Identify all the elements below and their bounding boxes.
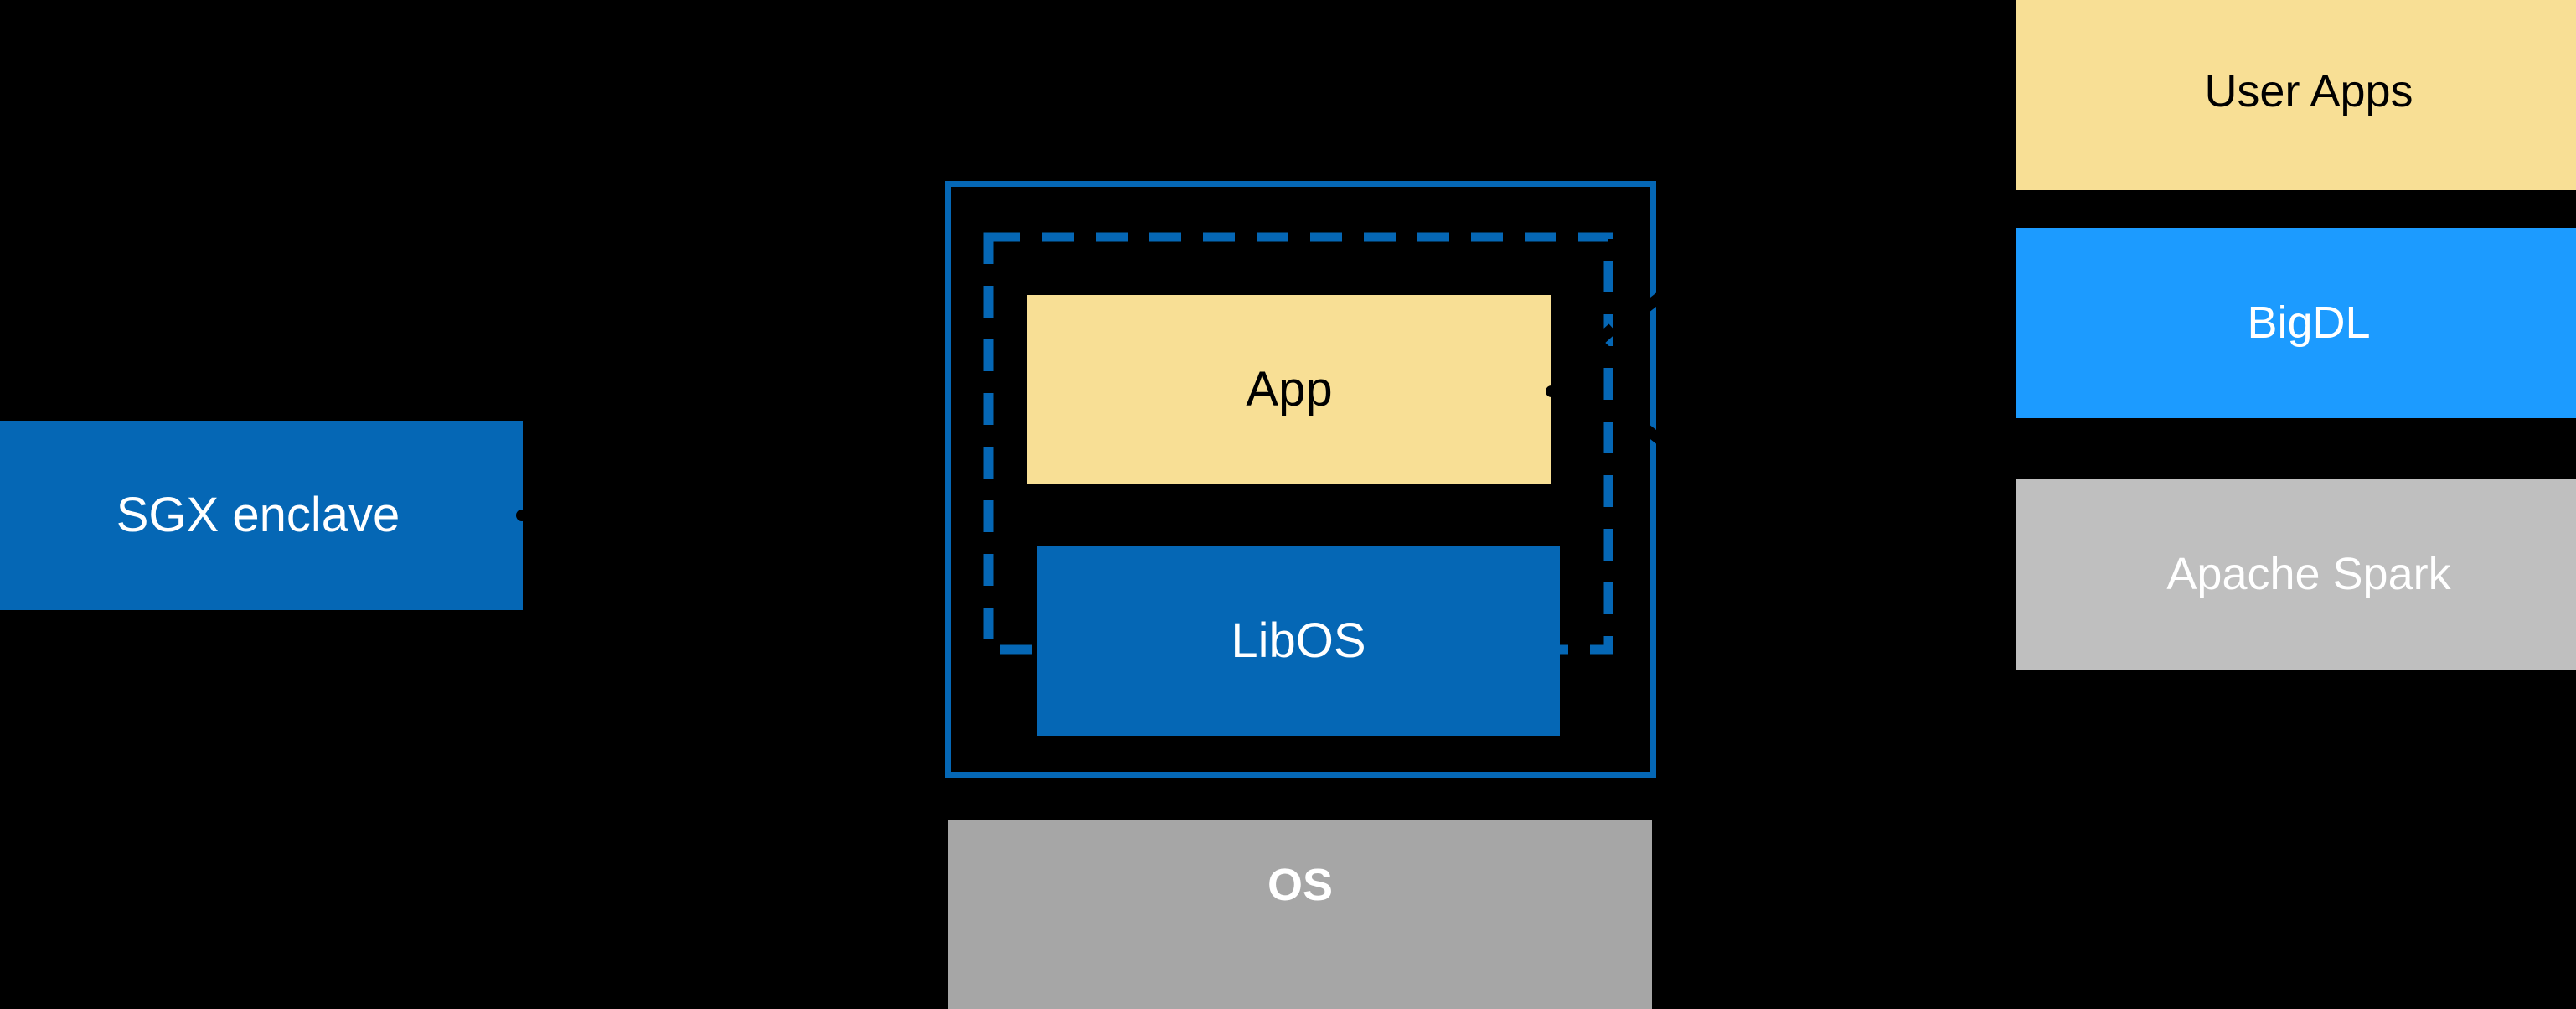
libos-label: LibOS	[1231, 613, 1366, 669]
apache-spark-label: Apache Spark	[2166, 548, 2451, 599]
app-label: App	[1246, 362, 1333, 417]
app-box: App	[1027, 295, 1551, 484]
sgx-enclave-label: SGX enclave	[116, 488, 400, 543]
apache-spark-box: Apache Spark	[2016, 479, 2576, 670]
bigdl-label: BigDL	[2247, 297, 2371, 348]
os-label: OS	[1267, 860, 1334, 910]
user-apps-label: User Apps	[2204, 65, 2413, 116]
sgx-enclave-box: SGX enclave	[0, 421, 523, 610]
enclave-boundary-frame	[945, 181, 1656, 778]
libos-box: LibOS	[1037, 546, 1560, 736]
app-leader-dot	[1546, 385, 1557, 397]
bigdl-box: BigDL	[2016, 228, 2576, 418]
user-apps-box: User Apps	[2016, 0, 2576, 190]
os-box: OS	[948, 820, 1652, 1009]
sgx-enclave-leader-dot	[516, 510, 528, 521]
